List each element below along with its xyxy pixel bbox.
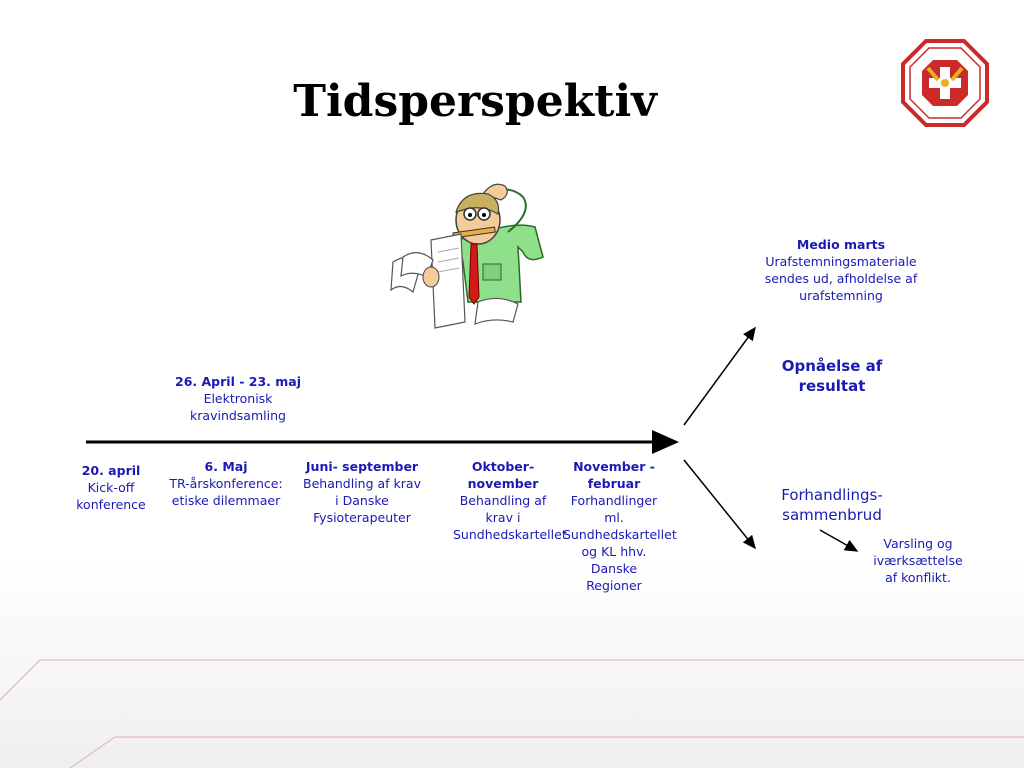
event-date: 26. April - 23. maj — [175, 374, 301, 389]
event-text: TR-årskonference: etiske dilemmaer — [169, 476, 283, 508]
outcome-conflict: Varsling og iværksættelse af konflikt. — [873, 536, 963, 585]
event-text: Kick-off konference — [76, 480, 146, 512]
event-juni: Juni- september Behandling af krav i Dan… — [300, 458, 424, 526]
event-oktober: Oktober-november Behandling af krav i Su… — [453, 458, 567, 543]
event-date: Oktober-november — [467, 459, 539, 491]
event-november: November - februar Forhandlinger ml. Sun… — [563, 458, 677, 594]
event-text: Forhandlinger ml. Sundhedskartellet og K… — [563, 493, 677, 593]
event-april26: 26. April - 23. maj Elektronisk kravinds… — [168, 373, 308, 424]
confused-man-clipart — [390, 183, 544, 329]
event-date: Medio marts — [796, 237, 886, 252]
event-maj6: 6. Maj TR-årskonference: etiske dilemmae… — [165, 458, 287, 509]
event-marts: Medio marts Urafstemningsmateriale sende… — [758, 236, 924, 304]
event-text: Behandling af krav i Sundhedskartellet — [453, 493, 567, 542]
event-text: Elektronisk kravindsamling — [190, 391, 286, 423]
arrow-success — [683, 326, 756, 426]
event-text: Urafstemningsmateriale sendes ud, afhold… — [764, 254, 918, 303]
outcome-success: Opnåelse af resultat — [781, 357, 883, 395]
arrow-conflict — [819, 529, 859, 552]
event-april20: 20. april Kick-off konference — [72, 462, 150, 513]
arrow-breakdown — [683, 459, 756, 550]
event-date: 20. april — [81, 463, 141, 478]
event-text: Behandling af krav i Danske Fysioterapeu… — [303, 476, 421, 525]
danske-fysioterapeuter-logo — [901, 39, 989, 127]
event-date: Juni- september — [305, 459, 419, 474]
event-date: 6. Maj — [204, 459, 248, 474]
slide-title: Tidsperspektiv — [293, 76, 657, 127]
event-date: November - februar — [573, 459, 655, 491]
outcome-breakdown: Forhandlings-sammenbrud — [781, 486, 883, 524]
